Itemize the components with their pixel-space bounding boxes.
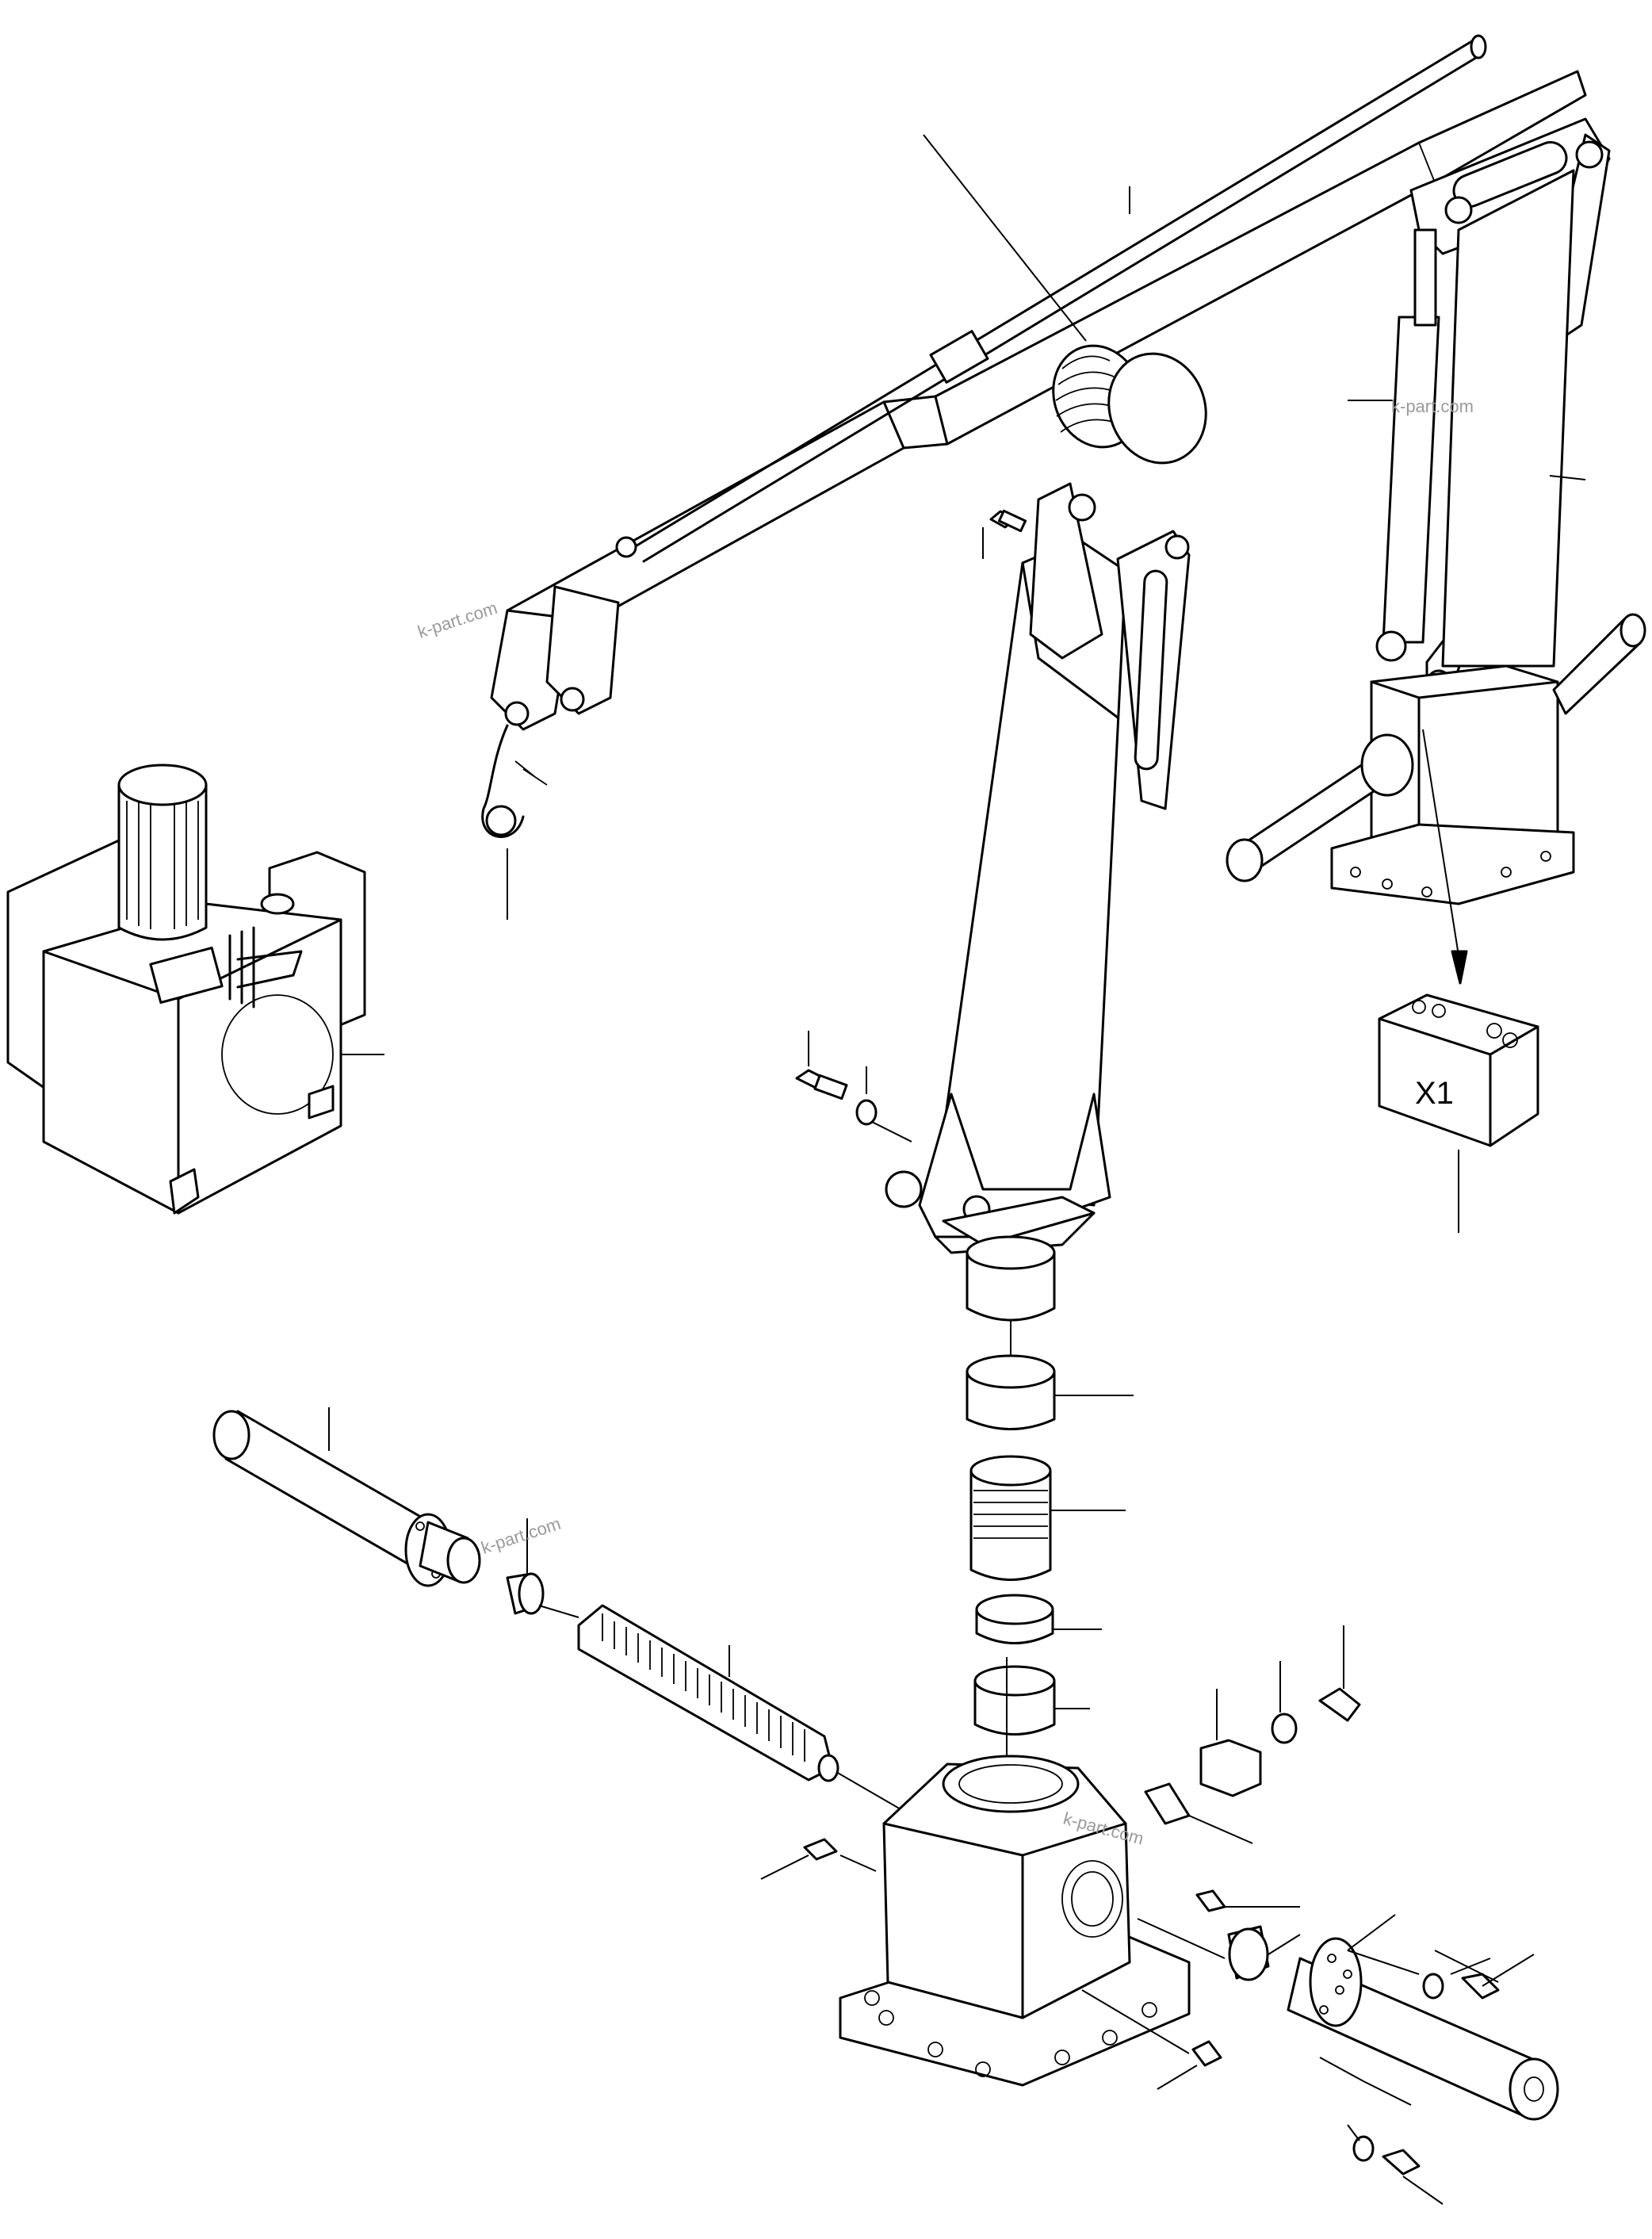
watermark-text: k-part.com [479, 1514, 564, 1558]
housing-fittings [1081, 1625, 1361, 2090]
rack-bar [577, 1604, 912, 1816]
watermark-text: k-part.com [1391, 396, 1474, 416]
column-fasteners [795, 509, 1027, 1142]
slewing-housing [760, 1657, 1191, 2087]
x1-label: X1 [1415, 1076, 1454, 1111]
x1-module: X1 [1378, 993, 1539, 1233]
lifting-hook [481, 724, 548, 920]
right-column [1226, 169, 1646, 985]
hydraulic-rod [633, 34, 1487, 563]
winch-drum [923, 134, 1207, 465]
pinion-shaft-assembly [212, 1407, 579, 1618]
power-pack [6, 764, 384, 1215]
slewing-stack [966, 1235, 1134, 1736]
watermark-text: k-part.com [415, 598, 500, 642]
upper-boom [506, 70, 1587, 668]
boom-tip-bracket [490, 536, 637, 731]
main-column [885, 482, 1191, 1254]
right-shaft-assembly [1137, 1914, 1559, 2205]
